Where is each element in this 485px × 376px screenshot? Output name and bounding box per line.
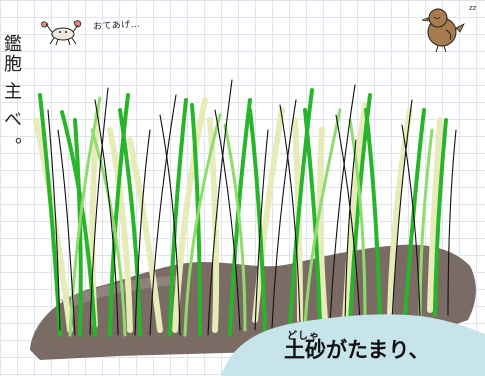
crab-caption: おてあげ…	[92, 19, 141, 33]
side-vertical-text: 鑑胞 主 べ 。	[1, 34, 22, 158]
caption-ruby: どしゃ	[287, 331, 320, 342]
light-green-grass	[68, 96, 434, 337]
green-grass	[38, 88, 448, 337]
soil-highlight	[60, 275, 180, 308]
grass-outlines	[47, 79, 457, 336]
bird-sleep-mark: zz	[469, 4, 477, 12]
bird-icon	[421, 8, 465, 53]
pale-grass	[33, 97, 443, 333]
crab-icon	[41, 20, 82, 46]
water-pool	[221, 314, 485, 376]
caption-text: 土砂がたまり、	[284, 338, 430, 362]
